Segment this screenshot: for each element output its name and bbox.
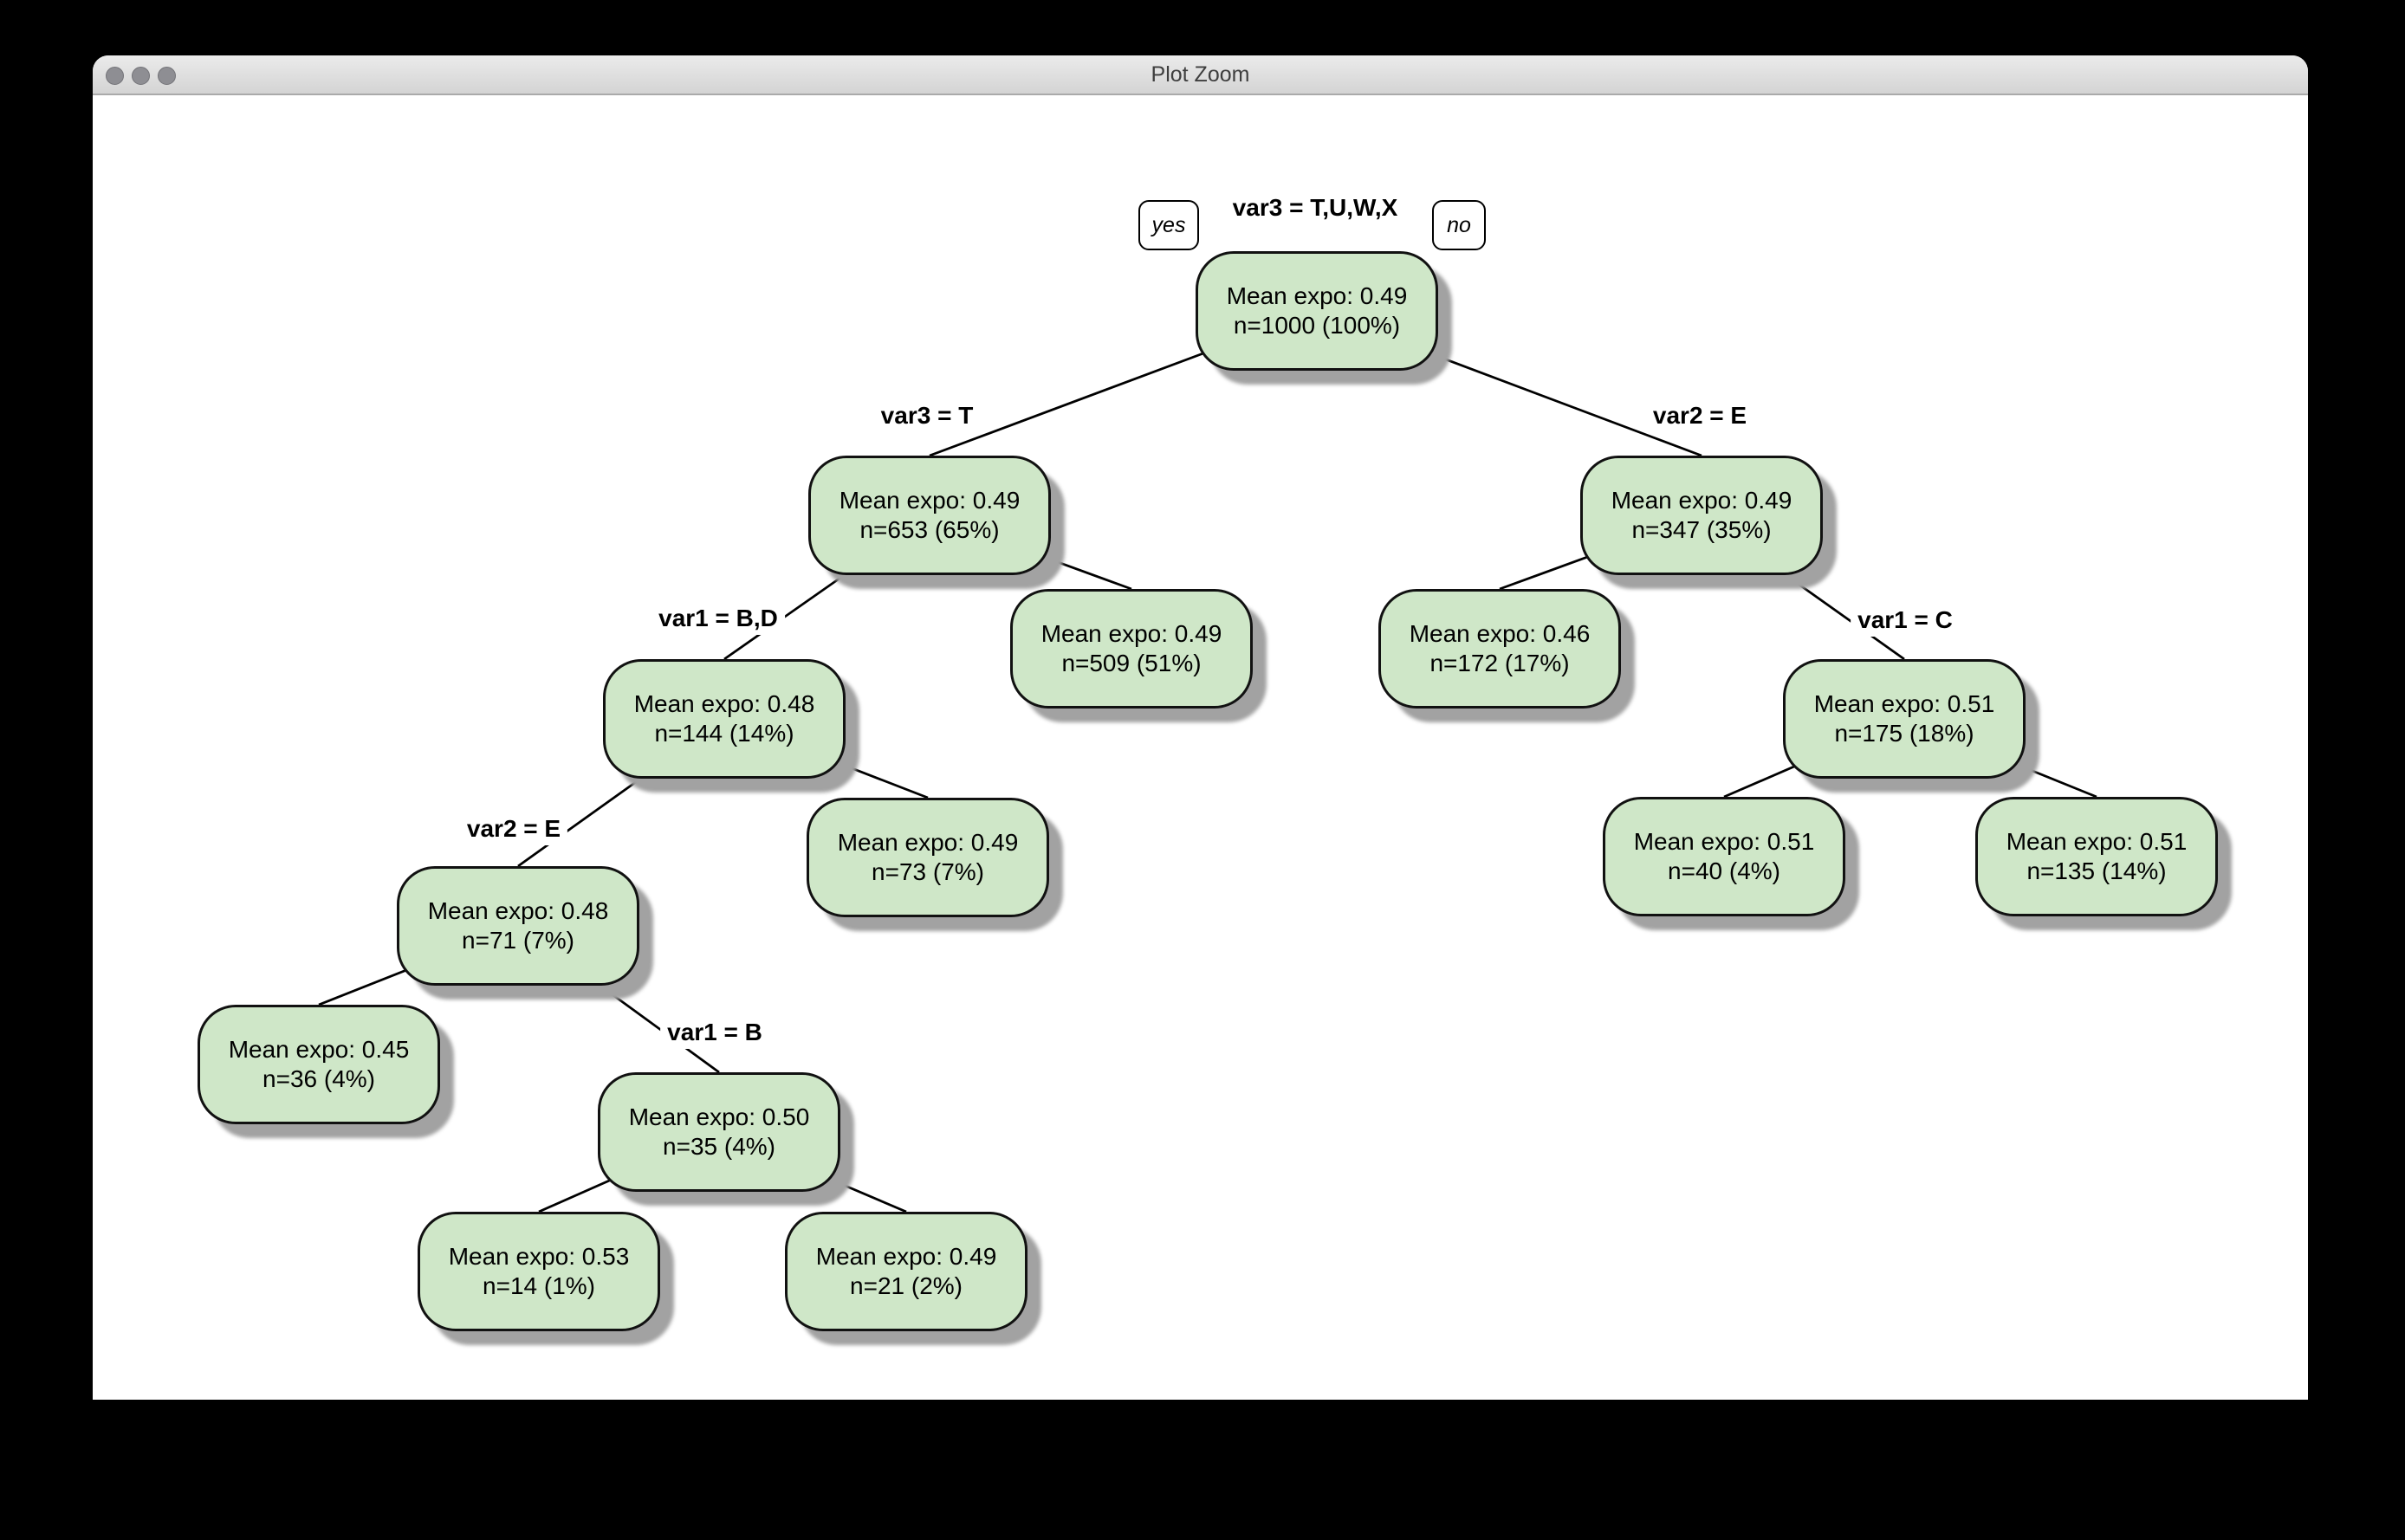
tree-node-n35: Mean expo: 0.50 n=35 (4%)	[598, 1072, 840, 1192]
split-label-4: var1 = C	[1851, 604, 1960, 637]
node-count-label: n=40 (4%)	[1668, 857, 1780, 884]
node-count-label: n=73 (7%)	[872, 858, 984, 885]
node-mean-label: Mean expo: 0.51	[1633, 828, 1815, 855]
tree-node-n71: Mean expo: 0.48 n=71 (7%)	[397, 866, 639, 986]
node-mean-label: Mean expo: 0.49	[837, 829, 1019, 856]
node-mean-label: Mean expo: 0.46	[1409, 620, 1591, 647]
node-count-label: n=144 (14%)	[654, 720, 794, 747]
node-mean-label: Mean expo: 0.49	[839, 487, 1021, 514]
node-count-label: n=347 (35%)	[1631, 516, 1772, 543]
node-count-label: n=509 (51%)	[1061, 650, 1202, 676]
node-count-label: n=36 (4%)	[263, 1065, 375, 1092]
node-mean-label: Mean expo: 0.51	[1813, 690, 1995, 717]
split-label-6: var1 = B	[660, 1016, 769, 1049]
node-count-label: n=35 (4%)	[663, 1133, 775, 1160]
tree-node-n172: Mean expo: 0.46 n=172 (17%)	[1378, 589, 1621, 709]
split-label-3: var1 = B,D	[651, 602, 785, 635]
node-count-label: n=172 (17%)	[1429, 650, 1570, 676]
node-count-label: n=175 (18%)	[1834, 720, 1974, 747]
node-count-label: n=71 (7%)	[462, 927, 574, 954]
node-count-label: n=135 (14%)	[2026, 857, 2167, 884]
node-mean-label: Mean expo: 0.49	[815, 1243, 997, 1270]
split-label-1: var3 = T	[873, 399, 981, 432]
node-mean-label: Mean expo: 0.49	[1040, 620, 1222, 647]
node-mean-label: Mean expo: 0.49	[1226, 282, 1408, 309]
traffic-lights	[106, 55, 176, 95]
window-title: Plot Zoom	[1151, 62, 1250, 87]
node-mean-label: Mean expo: 0.50	[628, 1103, 810, 1130]
node-mean-label: Mean expo: 0.45	[228, 1036, 410, 1063]
node-mean-label: Mean expo: 0.48	[427, 897, 609, 924]
plot-zoom-window: Plot Zoom var3 = T,U,W,X var3 = T var2 = E…	[93, 55, 2308, 1400]
node-mean-label: Mean expo: 0.51	[2006, 828, 2188, 855]
tree-node-n509: Mean expo: 0.49 n=509 (51%)	[1010, 589, 1253, 709]
split-label-0: var3 = T,U,W,X	[1225, 191, 1405, 224]
node-count-label: n=1000 (100%)	[1233, 312, 1401, 339]
tree-node-n1000: Mean expo: 0.49 n=1000 (100%)	[1196, 251, 1438, 371]
tree-node-n175: Mean expo: 0.51 n=175 (18%)	[1783, 659, 2026, 779]
branch-answer-yes: yes	[1138, 200, 1199, 250]
node-count-label: n=21 (2%)	[850, 1272, 963, 1299]
zoom-button[interactable]	[158, 66, 176, 85]
minimize-button[interactable]	[132, 66, 150, 85]
window-titlebar[interactable]: Plot Zoom	[93, 55, 2308, 95]
branch-answer-no: no	[1432, 200, 1486, 250]
split-label-2: var2 = E	[1645, 399, 1754, 432]
node-count-label: n=653 (65%)	[859, 516, 1000, 543]
node-count-label: n=14 (1%)	[483, 1272, 595, 1299]
node-mean-label: Mean expo: 0.53	[448, 1243, 630, 1270]
node-mean-label: Mean expo: 0.48	[633, 690, 815, 717]
close-button[interactable]	[106, 66, 124, 85]
tree-node-n144: Mean expo: 0.48 n=144 (14%)	[603, 659, 846, 779]
plot-canvas: var3 = T,U,W,X var3 = T var2 = E var1 = B,D…	[93, 97, 2308, 1400]
node-mean-label: Mean expo: 0.49	[1611, 487, 1792, 514]
split-label-5: var2 = E	[459, 812, 568, 845]
